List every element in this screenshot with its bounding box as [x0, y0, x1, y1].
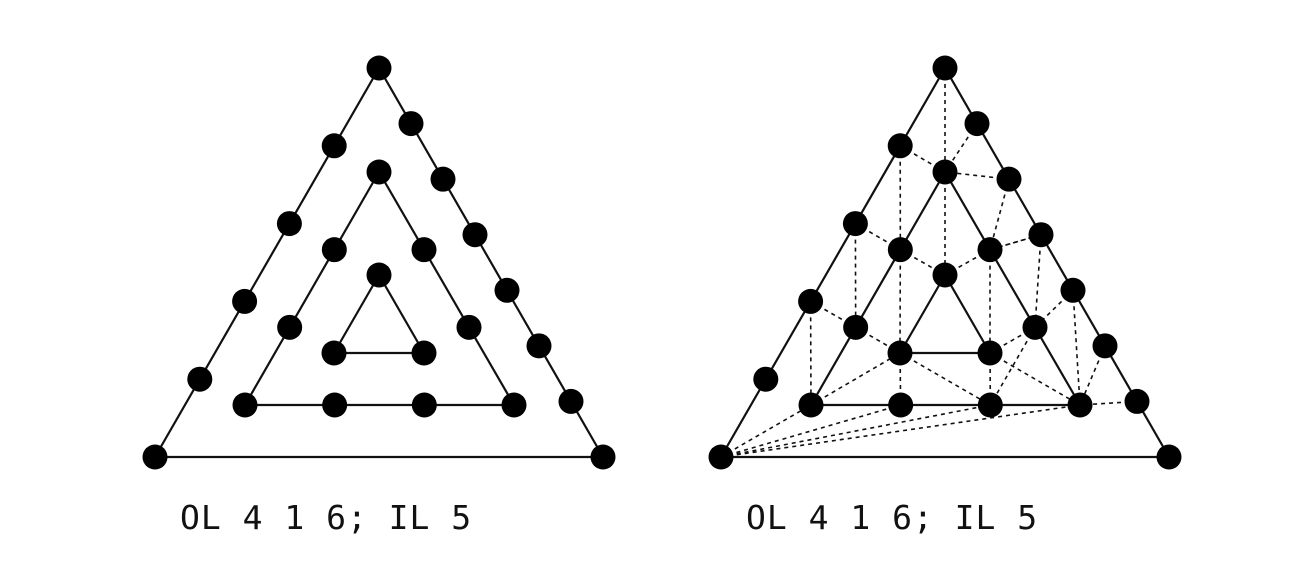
right-node-i_top: [932, 262, 958, 288]
right-node-m_bl: [798, 392, 824, 418]
right-node-mr1: [977, 237, 1003, 263]
left-node-ml2: [277, 314, 303, 340]
right-node-or1: [964, 111, 990, 137]
left-node-m_bl: [232, 392, 258, 418]
left-node-ol3: [232, 288, 258, 314]
left-node-or5: [526, 333, 552, 359]
right-dashed-edge-34: [720, 404, 812, 458]
right-node-m_br: [1067, 392, 1093, 418]
right-node-ol2: [842, 211, 868, 237]
left-node-or2: [430, 166, 456, 192]
right-dashed-edge-33: [810, 352, 901, 406]
left-middle-triangle: [243, 169, 516, 407]
right-triangle-figure: [708, 55, 1182, 470]
right-node-ml2: [843, 314, 869, 340]
right-middle-triangle: [809, 169, 1082, 407]
left-node-or4: [494, 277, 520, 303]
right-node-or2: [996, 166, 1022, 192]
right-node-mb1: [888, 392, 914, 418]
right-node-i_br: [977, 340, 1003, 366]
left-node-ol4: [187, 366, 213, 392]
right-node-ol1: [887, 133, 913, 159]
right-caption: OL 4 1 6; IL 5: [746, 498, 1039, 537]
left-node-ml1: [321, 237, 347, 263]
right-node-or6: [1124, 388, 1150, 414]
right-node-o_bl: [708, 444, 734, 470]
left-node-m_br: [501, 392, 527, 418]
right-inner-triangle: [898, 272, 992, 355]
right-dashed-edge-36: [720, 404, 991, 458]
left-node-ol1: [321, 133, 347, 159]
right-node-or5: [1092, 333, 1118, 359]
right-dashed-edge-32: [989, 352, 1081, 406]
left-outer-triangle: [153, 65, 605, 459]
left-node-m_top: [366, 159, 392, 185]
left-node-o_top: [366, 55, 392, 81]
right-node-i_bl: [887, 340, 913, 366]
right-node-ol4: [753, 366, 779, 392]
left-node-or1: [398, 111, 424, 137]
right-node-mr2: [1022, 314, 1048, 340]
left-caption: OL 4 1 6; IL 5: [180, 498, 473, 537]
left-node-mr1: [411, 237, 437, 263]
left-node-i_bl: [321, 340, 347, 366]
right-node-o_top: [932, 55, 958, 81]
left-node-or3: [462, 222, 488, 248]
right-dashed-edge-28: [989, 326, 1036, 406]
right-node-m_top: [932, 159, 958, 185]
right-node-ml1: [887, 237, 913, 263]
right-outer-triangle: [719, 65, 1171, 459]
right-dashed-edge-30: [899, 352, 991, 406]
left-node-o_br: [590, 444, 616, 470]
left-node-i_br: [411, 340, 437, 366]
left-node-or6: [558, 388, 584, 414]
left-node-mb1: [322, 392, 348, 418]
right-node-or3: [1028, 222, 1054, 248]
right-node-ol3: [798, 288, 824, 314]
right-dashed-edge-35: [720, 404, 901, 458]
left-node-i_top: [366, 262, 392, 288]
left-node-mr2: [456, 314, 482, 340]
right-dashed-edge-19: [1072, 290, 1081, 406]
left-inner-triangle: [332, 272, 426, 355]
right-node-or4: [1060, 277, 1086, 303]
left-node-o_bl: [142, 444, 168, 470]
left-node-mb2: [411, 392, 437, 418]
left-node-ol2: [276, 211, 302, 237]
right-dashed-edge-17: [1034, 234, 1042, 328]
left-triangle-figure: [142, 55, 616, 470]
right-node-mb2: [977, 392, 1003, 418]
right-node-o_br: [1156, 444, 1182, 470]
